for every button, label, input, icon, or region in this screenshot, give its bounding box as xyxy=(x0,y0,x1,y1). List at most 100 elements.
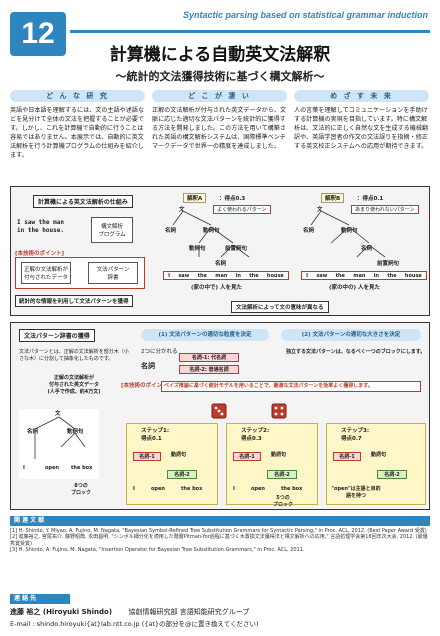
word: saw xyxy=(316,272,328,279)
parse-a-tree-lines xyxy=(172,210,250,258)
step-score: 得点0.3 xyxy=(241,436,262,442)
point-label: [本技術のポイント] xyxy=(121,383,171,389)
step-3-panel: ステップ3: 得点0.7 名詞-1 名詞-2 動詞句 "open"は主語と目的語… xyxy=(326,423,426,505)
parse-a-caption: (家の中で) 人を見た xyxy=(191,285,242,291)
rare-pattern-label: あまり使われないパターン xyxy=(351,205,419,214)
word: man xyxy=(215,272,228,279)
step-label: ステップ1: xyxy=(141,428,170,434)
contact-heading: 連 絡 先 xyxy=(10,594,70,604)
point-label: [本技術のポイント] xyxy=(15,251,65,257)
tree-node: 動詞句 xyxy=(189,246,206,252)
word: I xyxy=(306,272,309,279)
noun-2-box: 名詞-2 xyxy=(167,470,197,479)
noun-1-box: 名詞-1 xyxy=(333,452,361,461)
column-body: 正解の文法解析が付与された英文データから、文脈に応じた適切な文法パターンを統計的… xyxy=(152,107,287,150)
statistics-label: 統計的な情報を利用して文法パターンを獲得 xyxy=(15,295,133,307)
reference-item: [2] 進藤裕之, 宮尾祐介, 藤野昭典, 永田昌明, "シンボル細分化を適用し… xyxy=(10,534,428,547)
column-heading: ど ん な 研 究 xyxy=(10,90,145,102)
column-body: 英語や日本語を理解するには、文の主語や述語などを見分けて全体の文法を把握すること… xyxy=(10,107,145,159)
question-2: (2) 文法パターンの適切な大きさを決定 xyxy=(281,329,421,341)
noun-1-box: 名詞-1 xyxy=(233,452,261,461)
parse-b-score: ：得点0.1 xyxy=(357,196,384,202)
q2-text: 独立する文法パターンは、なるべく一つのブロックにします。 xyxy=(286,349,426,355)
parser-program-box: 構文解析 プログラム xyxy=(91,217,133,243)
tree-node: 前置詞句 xyxy=(377,261,400,267)
column-body: 人の言葉を理解してコミュニケーションを手助けする計算機の実現を目指しています。特… xyxy=(294,107,429,150)
tree-node: 動詞句 xyxy=(67,429,84,435)
word: saw xyxy=(178,272,190,279)
page-subtitle: ～統計的文法獲得技術に基づく構文解析～ xyxy=(115,70,325,83)
word: the box xyxy=(181,486,203,492)
tree-node: 文 xyxy=(179,207,185,213)
word: I xyxy=(23,465,25,471)
data-caption: 正解の文法解析が 付与された英文データ (人手で作成、約4万文) xyxy=(47,375,101,395)
tree-node: 動詞句 xyxy=(271,452,287,458)
word: house xyxy=(266,272,284,279)
column-heading: ど こ が 凄 い xyxy=(152,90,287,102)
exhibit-number: 12 xyxy=(10,12,66,56)
tree-node: 名詞 xyxy=(165,228,177,234)
column-heading: め ざ す 未 来 xyxy=(294,90,429,102)
parse-a: 解釈A ：得点0.3 よく使われるパターン 文 名詞 動詞句 動詞句 前置詞句 … xyxy=(161,193,291,293)
step-label: ステップ2: xyxy=(241,428,270,434)
references-heading: 関 連 文 献 xyxy=(10,516,430,526)
noun-1-box: 名詞-1 xyxy=(133,452,161,461)
question-1: (1) 文法パターンの適切な粒度を決定 xyxy=(141,329,269,341)
point-frame: 正解の文法解析が 付与されたデータ 文法パターン 辞書 xyxy=(15,257,145,289)
reference-item: [1] H. Shindo, Y. Miyao, A. Fujino, M. N… xyxy=(10,528,427,534)
parse-b-tree-lines xyxy=(310,210,386,258)
tree-node: 前置詞句 xyxy=(225,246,248,252)
parse-a-score: ：得点0.3 xyxy=(219,196,246,202)
open-caption: "open"は主語と目的語を持つ xyxy=(331,486,381,499)
tree-node: 動詞句 xyxy=(371,452,387,458)
tree-node: 動詞句 xyxy=(203,228,220,234)
pattern-description: 文法パターンとは、正解の文法解析を部分木（小さな木）に分割して抽象化したものです… xyxy=(19,349,129,362)
tree-node: 名詞 xyxy=(303,228,315,234)
noun-2-box: 名詞-2: 普通名詞 xyxy=(179,365,239,374)
word: the box xyxy=(71,465,93,471)
contact-email[interactable]: E-mail : shindo.hiroyuki{at}lab.ntt.co.j… xyxy=(10,620,259,628)
annotated-data-box: 正解の文法解析が 付与されたデータ xyxy=(21,262,71,284)
word: man xyxy=(353,272,366,279)
dice-icon xyxy=(271,403,287,419)
header-rule xyxy=(70,30,430,33)
noun-2-box: 名詞-2 xyxy=(267,470,297,479)
noun-label: 名詞 xyxy=(141,362,155,370)
pattern-dictionary-box: 文法パターン 辞書 xyxy=(88,262,138,284)
contact-section: 連 絡 先 進藤 裕之 (Hiroyuki Shindo) 協創情報研究部 言語… xyxy=(10,594,430,628)
step-score: 得点0.1 xyxy=(141,436,162,442)
step-2-panel: ステップ2: 得点0.3 名詞-1 名詞-2 動詞句 I open the bo… xyxy=(226,423,318,505)
word: I xyxy=(233,486,235,492)
word: house xyxy=(404,272,422,279)
dice-icon xyxy=(211,403,227,419)
block-count-8: 8つの ブロック xyxy=(71,483,92,496)
tree-node: 動詞句 xyxy=(171,452,187,458)
frequent-pattern-label: よく使われるパターン xyxy=(213,205,271,214)
word: open xyxy=(151,486,165,492)
example-tree: 文 名詞 動詞句 I open the box xyxy=(19,409,99,479)
block-count-5: 5つの ブロック xyxy=(273,495,294,508)
word: the xyxy=(387,272,397,279)
word: the xyxy=(197,272,207,279)
column-what: ど ん な 研 究 英語や日本語を理解するには、文の主語や述語などを見分けて全体… xyxy=(10,90,145,160)
reference-item: [3] H. Shindo, A. Fujino, M. Nagata, "In… xyxy=(10,547,305,554)
tree-node: 名詞 xyxy=(361,246,373,252)
column-future: め ざ す 未 来 人の言葉を理解してコミュニケーションを手助けする計算機の実現… xyxy=(294,90,429,151)
english-subtitle: Syntactic parsing based on statistical g… xyxy=(182,10,428,20)
word: I xyxy=(133,486,135,492)
word: in xyxy=(373,272,379,279)
word: the xyxy=(335,272,345,279)
parse-b-caption: (家の中の) 人を見た xyxy=(329,285,380,291)
tree-node: 文 xyxy=(317,207,323,213)
input-sentence: I saw the man in the house. xyxy=(17,219,64,234)
parse-b: 解釈B ：得点0.1 あまり使われないパターン 文 名詞 動詞句 名詞 前置詞句… xyxy=(299,193,429,293)
panel-title: 計算機による英文法解析の仕組み xyxy=(33,195,133,208)
parse-a-title: 解釈A xyxy=(183,193,207,203)
panel-title: 文法パターン辞書の獲得 xyxy=(19,329,95,342)
word: the xyxy=(249,272,259,279)
word: in xyxy=(235,272,241,279)
word: open xyxy=(45,465,59,471)
parsing-diagram-panel: 計算機による英文法解析の仕組み I saw the man in the hou… xyxy=(10,186,430,316)
